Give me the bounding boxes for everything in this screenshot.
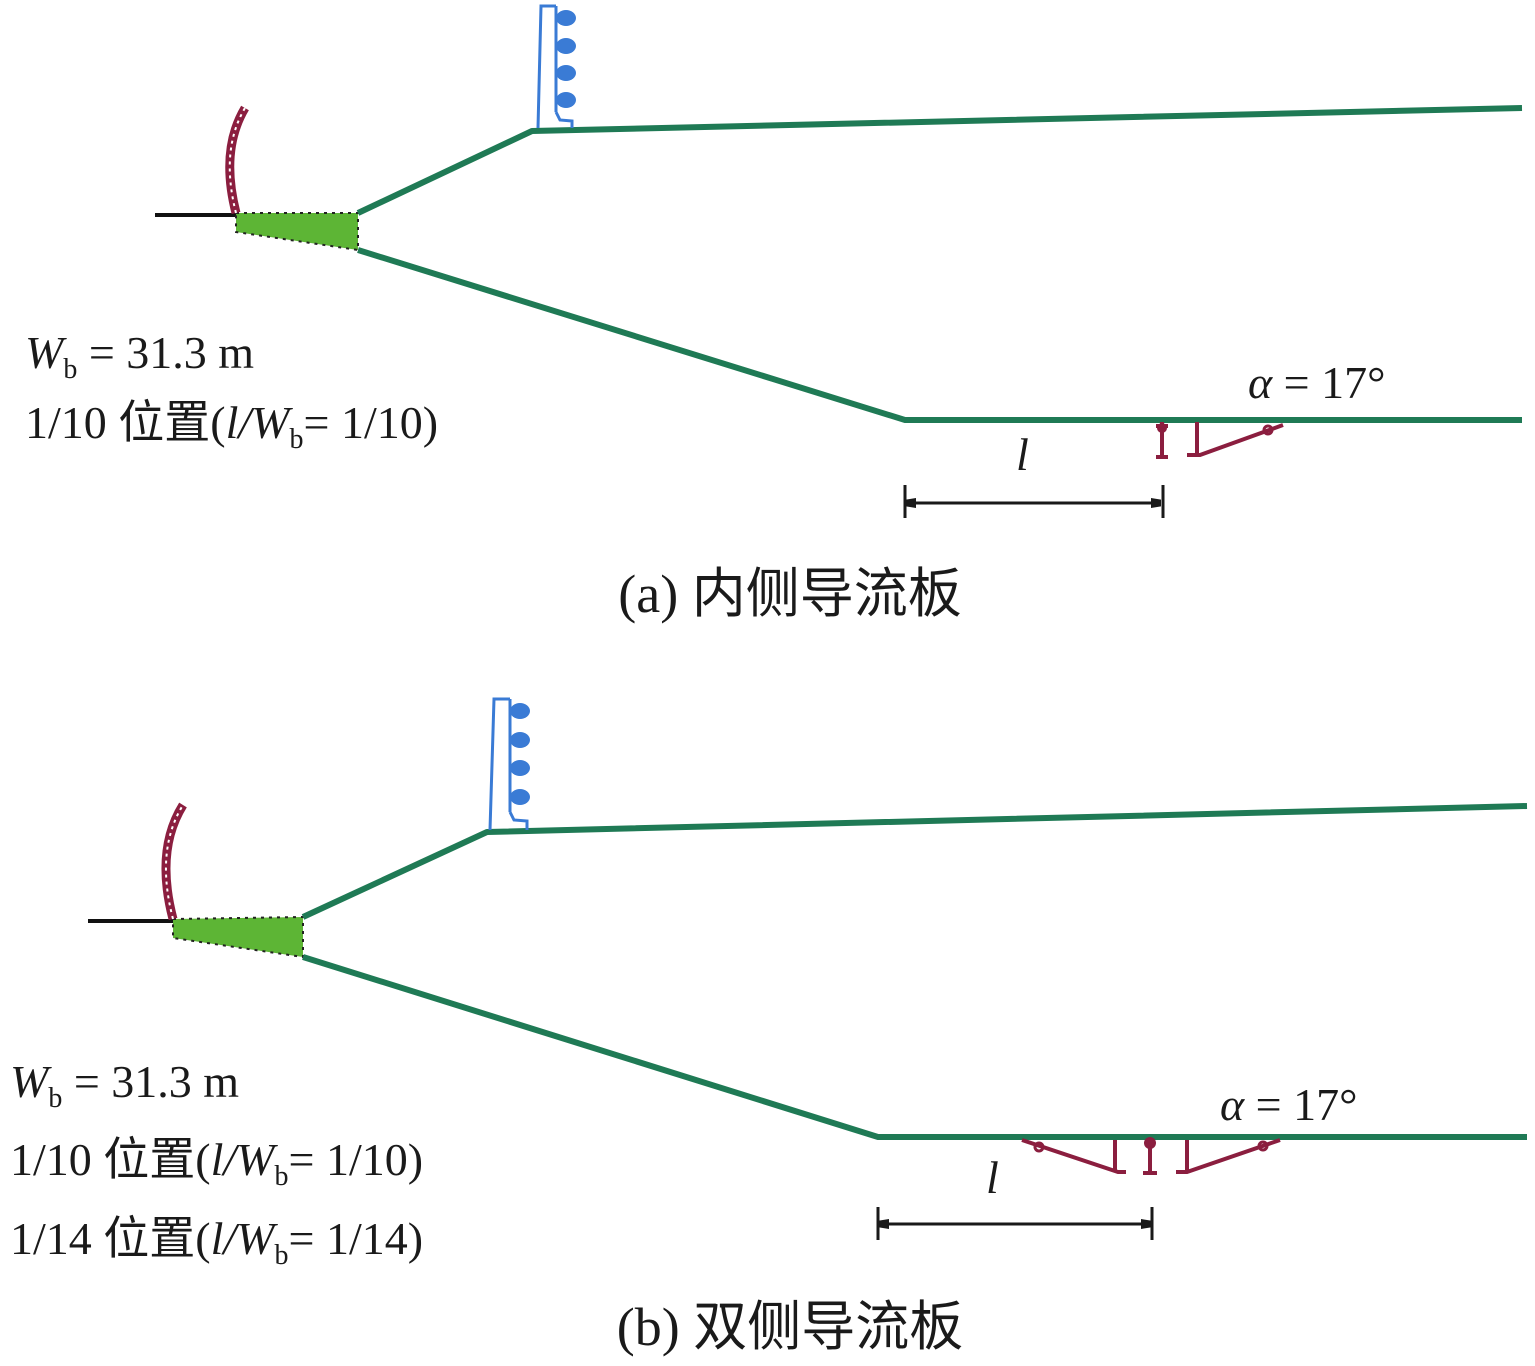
panel-a: l α = 17° Wb = 31.3 m 1/10 位置(l/Wb= 1/10… — [25, 4, 1523, 624]
position-label: 1/14 位置(l/Wb= 1/14) — [10, 1213, 423, 1271]
double-deflectors — [1021, 1137, 1281, 1175]
width-label: Wb = 31.3 m — [10, 1056, 239, 1114]
position-label: 1/10 位置(l/Wb= 1/10) — [10, 1134, 423, 1192]
length-symbol: l — [986, 1152, 999, 1203]
caption-b: (b) 双侧导流板 — [617, 1297, 963, 1357]
position-label: 1/10 位置(l/Wb= 1/10) — [25, 397, 438, 455]
girder-top-outline — [356, 105, 1523, 216]
girder-bottom-outline — [302, 954, 1527, 1140]
caption-a: (a) 内侧导流板 — [618, 564, 961, 624]
girder-bottom-outline — [357, 247, 1522, 423]
inner-deflector — [1156, 422, 1284, 459]
wind-barrier-detail — [228, 107, 246, 214]
girder-top-outline — [301, 803, 1528, 920]
angle-label: α = 17° — [1220, 1079, 1358, 1130]
panel-b: l α = 17° Wb = 31.3 m 1/10 位置(l/Wb= 1/10… — [10, 697, 1528, 1357]
length-symbol: l — [1016, 429, 1029, 480]
wind-barrier-detail — [164, 804, 184, 920]
width-label: Wb = 31.3 m — [25, 327, 254, 385]
angle-label: α = 17° — [1248, 357, 1386, 408]
railing — [536, 4, 576, 129]
walkway-block — [172, 915, 304, 959]
railing — [488, 697, 530, 831]
walkway-block — [235, 212, 359, 252]
